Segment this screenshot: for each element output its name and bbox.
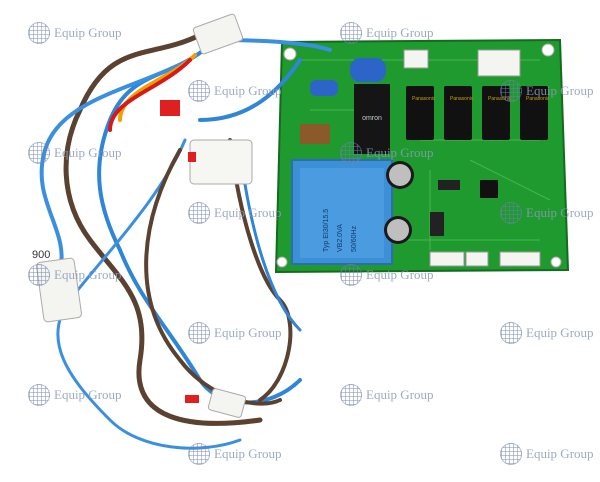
globe-icon [188,80,210,102]
watermark-text: Equip Group [526,325,594,340]
watermark-text: Equip Group [366,267,434,282]
watermark-text: Equip Group [526,83,594,98]
globe-icon [28,142,50,164]
watermark: Equip Group [340,22,434,44]
globe-icon [28,264,50,286]
wire-tag-text: 900 [32,249,50,261]
transformer-label-freq: 50/60Hz [351,225,358,252]
watermark-text: Equip Group [214,325,282,340]
globe-icon [340,384,362,406]
globe-icon [188,322,210,344]
watermark-text: Equip Group [366,387,434,402]
circuit-board: omron Panasonic Panasonic Panasonic Pana… [274,38,570,274]
watermark: Equip Group [340,264,434,286]
watermark: Equip Group [188,322,282,344]
watermark: Equip Group [188,443,282,465]
watermark: Equip Group [500,202,594,224]
watermark: Equip Group [188,80,282,102]
globe-icon [340,22,362,44]
watermark-text: Equip Group [54,145,122,160]
watermark: Equip Group [500,322,594,344]
watermark-text: Equip Group [54,25,122,40]
transformer-label-type: Typ EI30/15.5 [323,209,330,252]
watermark-text: Equip Group [54,387,122,402]
globe-icon [500,322,522,344]
watermark: Equip Group [340,142,434,164]
globe-icon [500,80,522,102]
watermark: Equip Group [28,384,122,406]
watermark-text: Equip Group [214,446,282,461]
watermark: Equip Group [28,22,122,44]
globe-icon [340,264,362,286]
globe-icon [500,202,522,224]
svg-text:Panasonic: Panasonic [526,96,550,102]
watermark-text: Equip Group [214,205,282,220]
watermark: Equip Group [500,443,594,465]
transformer-label-power: VB2.0VA [337,224,344,252]
globe-icon [28,22,50,44]
watermark-text: Equip Group [54,267,122,282]
watermark-text: Equip Group [526,205,594,220]
svg-text:Panasonic: Panasonic [412,96,436,102]
globe-icon [188,202,210,224]
svg-text:Panasonic: Panasonic [488,96,512,102]
svg-text:Panasonic: Panasonic [450,96,474,102]
watermark: Equip Group [28,142,122,164]
watermark-text: Equip Group [366,145,434,160]
watermark-text: Equip Group [366,25,434,40]
svg-text:omron: omron [362,115,382,122]
globe-icon [188,443,210,465]
globe-icon [500,443,522,465]
watermark-text: Equip Group [526,446,594,461]
watermark: Equip Group [28,264,122,286]
watermark: Equip Group [340,384,434,406]
watermark-text: Equip Group [214,83,282,98]
watermark: Equip Group [500,80,594,102]
watermark: Equip Group [188,202,282,224]
globe-icon [28,384,50,406]
globe-icon [340,142,362,164]
